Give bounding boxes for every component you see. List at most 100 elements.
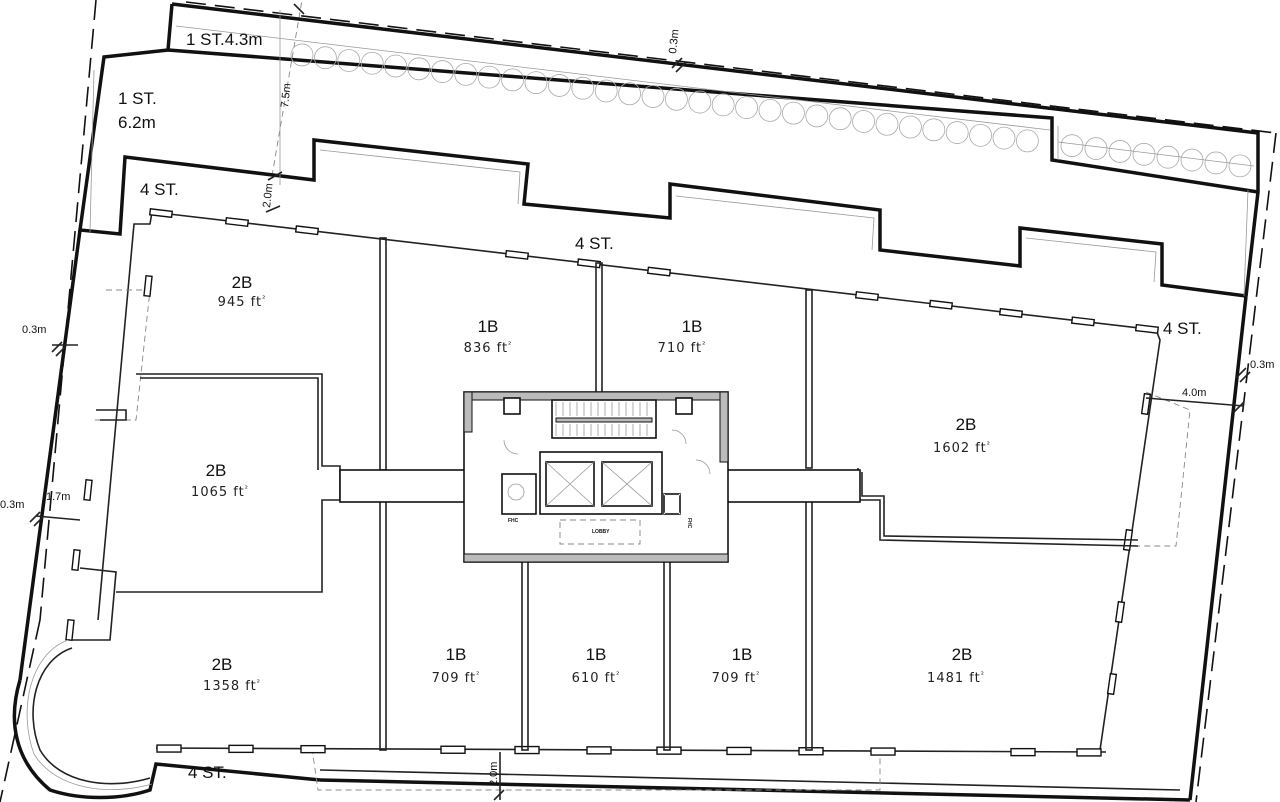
svg-text:836 ft²: 836 ft² xyxy=(464,340,513,356)
window xyxy=(440,745,466,754)
window xyxy=(504,249,530,260)
window xyxy=(83,478,93,502)
planter-circle xyxy=(758,98,782,122)
planter-circle xyxy=(688,90,712,114)
planter-circle xyxy=(477,65,501,89)
planter-circle xyxy=(1108,140,1132,163)
svg-text:1B: 1B xyxy=(682,317,703,336)
planter-circle xyxy=(711,93,735,117)
fhc-left-label: FHC xyxy=(508,518,519,524)
unit-2b-1602: 2B 1602 ft² xyxy=(933,415,991,456)
setback-top-1st: 1 ST.4.3m xyxy=(186,30,263,49)
terrace-planters xyxy=(290,43,1252,178)
svg-text:1481 ft²: 1481 ft² xyxy=(927,670,985,686)
window xyxy=(726,746,752,756)
svg-text:2B: 2B xyxy=(956,415,977,434)
unit-1b-836: 1B 836 ft² xyxy=(464,317,513,356)
svg-text:1B: 1B xyxy=(446,645,467,664)
dim-2-0-top: 2.0m xyxy=(261,183,275,209)
planter-circle xyxy=(1204,151,1228,175)
svg-text:1B: 1B xyxy=(586,645,607,664)
window xyxy=(1114,600,1126,624)
svg-text:2B: 2B xyxy=(206,461,227,480)
planter-circle xyxy=(360,51,384,75)
setback-labels: 1 ST.4.3m 1 ST. 6.2m 4 ST. 4 ST. 4 ST. 4… xyxy=(118,30,1202,782)
unit-2b-1481: 2B 1481 ft² xyxy=(927,645,985,686)
planter-circle xyxy=(407,57,431,81)
dim-2-0-bottom: 2.0m xyxy=(488,762,500,786)
svg-text:1602 ft²: 1602 ft² xyxy=(933,440,991,456)
planter-circle xyxy=(594,79,618,103)
planter-circle xyxy=(430,60,454,83)
window xyxy=(1076,748,1102,757)
planter-circle xyxy=(1084,137,1108,160)
svg-text:710 ft²: 710 ft² xyxy=(658,340,707,356)
planter-circle xyxy=(1060,134,1084,158)
planter-circle xyxy=(875,112,899,136)
planter-circle xyxy=(290,43,314,67)
window xyxy=(1070,316,1096,327)
planter-circle xyxy=(828,107,852,131)
window xyxy=(224,216,250,228)
lobby-label: LOBBY xyxy=(592,529,610,535)
planter-circle xyxy=(992,126,1016,150)
unit-1b-709-right: 1B 709 ft² xyxy=(712,645,760,686)
window xyxy=(300,744,326,754)
planter-circle xyxy=(922,118,946,142)
setback-left-1st-line2: 6.2m xyxy=(118,113,156,132)
planter-circle xyxy=(899,115,922,139)
planter-circle xyxy=(454,62,478,86)
planter-circle xyxy=(337,49,361,72)
dim-0-3-right: 0.3m xyxy=(1250,359,1274,371)
setback-left-1st-line1: 1 ST. xyxy=(118,89,157,108)
window xyxy=(143,274,153,298)
unit-2b-1358: 2B 1358 ft² xyxy=(203,655,261,694)
svg-text:1065 ft²: 1065 ft² xyxy=(191,484,249,500)
window xyxy=(928,299,954,310)
planter-circle xyxy=(1016,129,1039,153)
dim-1-7: 1.7m xyxy=(46,491,70,503)
planter-circle xyxy=(384,54,408,78)
svg-text:1358 ft²: 1358 ft² xyxy=(203,678,261,694)
planter-circle xyxy=(548,74,571,97)
window xyxy=(854,290,880,302)
window xyxy=(586,746,612,755)
planter-circle xyxy=(501,68,524,92)
window xyxy=(148,208,174,219)
window xyxy=(65,618,75,642)
planter-circle xyxy=(782,101,805,125)
window xyxy=(1134,323,1160,334)
setback-right-4st: 4 ST. xyxy=(1163,319,1202,338)
planter-circle xyxy=(945,121,969,144)
terrace-lines xyxy=(89,10,1255,297)
dimension-ticks xyxy=(29,3,1251,801)
svg-text:2B: 2B xyxy=(232,273,253,292)
setback-tl-4st: 4 ST. xyxy=(140,180,179,199)
unit-2b-945: 2B 945 ft² xyxy=(218,273,266,310)
dim-4-0: 4.0m xyxy=(1182,387,1206,399)
planter-circle xyxy=(618,82,641,106)
unit-1b-709-left: 1B 709 ft² xyxy=(432,645,480,686)
window xyxy=(71,548,81,572)
window xyxy=(1106,672,1118,696)
planter-circle xyxy=(852,110,875,133)
window xyxy=(998,307,1024,318)
unit-labels: 2B 945 ft² 1B 836 ft² 1B 710 ft² 2B 1602… xyxy=(191,273,991,694)
dim-0-3-left-lower: 0.3m xyxy=(0,499,24,511)
window xyxy=(576,258,602,269)
service-core: FHC FHC LOBBY xyxy=(463,391,729,563)
window xyxy=(870,747,896,756)
windows xyxy=(65,208,1160,757)
planter-circle xyxy=(1156,145,1180,169)
dim-0-3-left-upper: 0.3m xyxy=(22,324,46,336)
window xyxy=(228,744,254,754)
window xyxy=(646,266,672,277)
planter-circle xyxy=(805,104,829,128)
planter-circle xyxy=(524,71,548,95)
planter-circle xyxy=(969,123,992,147)
planter-circle xyxy=(313,46,337,70)
planter-circle xyxy=(641,85,665,108)
dim-0-3-top: 0.3m xyxy=(667,29,681,55)
